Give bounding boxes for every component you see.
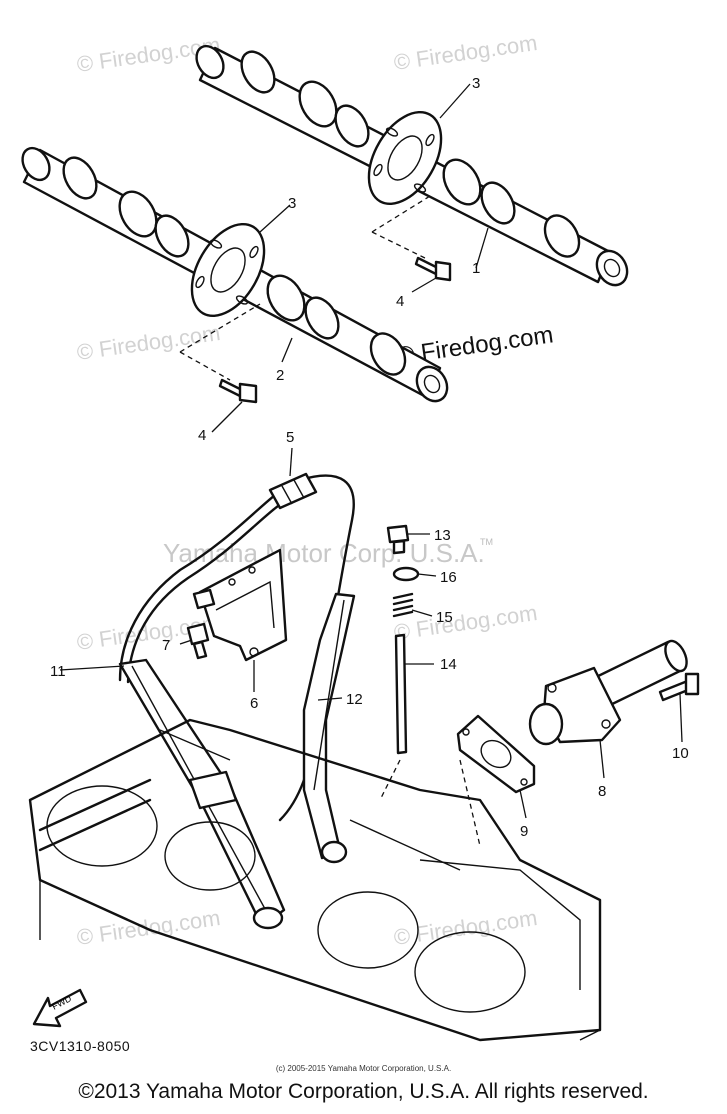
callout-1: 1: [472, 260, 480, 277]
callout-13: 13: [434, 527, 451, 544]
callout-12: 12: [346, 691, 363, 708]
cylinder-head: [28, 718, 602, 1042]
watermark-yamaha: Yamaha Motor Corp. U.S.A.: [163, 538, 485, 568]
diagram-reference-code: 3CV1310-8050: [30, 1038, 131, 1054]
callout-3-lower: 3: [288, 195, 296, 212]
chain-tensioner-assembly: [528, 639, 688, 746]
cam-chain-left-inner: [126, 494, 294, 684]
footer-copyright: ©2013 Yamaha Motor Corporation, U.S.A. A…: [78, 1080, 649, 1103]
chain-guide-stopper: [192, 548, 288, 662]
bolt-guide-upper: [371, 195, 431, 259]
callout-8: 8: [598, 783, 606, 800]
callout-9: 9: [520, 823, 528, 840]
bolt-7: [186, 622, 210, 660]
bolt-guide-lower: [179, 303, 261, 381]
tensioner-bolt-13: [386, 524, 410, 555]
callout-16: 16: [440, 569, 457, 586]
callout-labels: 1 2 3 3 4 4 5 6 7 8 9 10 11 12 13 14 15 …: [50, 75, 689, 840]
gasket-9: [456, 714, 536, 794]
callout-11: 11: [50, 663, 66, 680]
callout-5: 5: [286, 429, 294, 446]
leader-lines: [59, 83, 683, 819]
callout-4-upper: 4: [396, 293, 404, 310]
fwd-arrow: FWD: [32, 988, 88, 1028]
watermark-firedog: © Firedog.com: [75, 905, 222, 950]
cam-sprocket-upper: [367, 110, 443, 206]
cam-chain-left: [118, 486, 286, 682]
watermark-firedog: © Firedog.com: [392, 600, 539, 645]
cam-sprocket-lower: [190, 222, 266, 318]
rod-14: [394, 633, 408, 755]
tensioner-bolt-10: [658, 672, 700, 702]
callout-7: 7: [162, 637, 170, 654]
watermark-firedog: © Firedog.com: [392, 905, 539, 950]
callout-4-lower: 4: [198, 427, 206, 444]
callout-3-upper: 3: [472, 75, 480, 92]
chain-guide-intake: [302, 592, 356, 864]
sprocket-bolt-lower: [218, 378, 258, 404]
watermark-firedog: © Firedog.com: [392, 30, 539, 75]
spring-15: [392, 592, 414, 618]
callout-6: 6: [250, 695, 258, 712]
callout-15: 15: [436, 609, 453, 626]
sprocket-bolt-upper: [414, 256, 452, 282]
watermark-tm: TM: [480, 537, 493, 547]
watermark-firedog: © Firedog.com: [75, 320, 222, 365]
callout-2: 2: [276, 367, 284, 384]
callout-10: 10: [672, 745, 689, 762]
chain-guide-exhaust: [118, 658, 286, 930]
callout-14: 14: [440, 656, 457, 673]
small-copyright: (c) 2005-2015 Yamaha Motor Corporation, …: [275, 1064, 452, 1073]
parts-diagram: © Firedog.com © Firedog.com © Firedog.co…: [21, 30, 700, 1042]
gasket-guide: [459, 759, 481, 847]
chain-link-joint: [268, 472, 318, 510]
washer-16: [392, 566, 420, 582]
